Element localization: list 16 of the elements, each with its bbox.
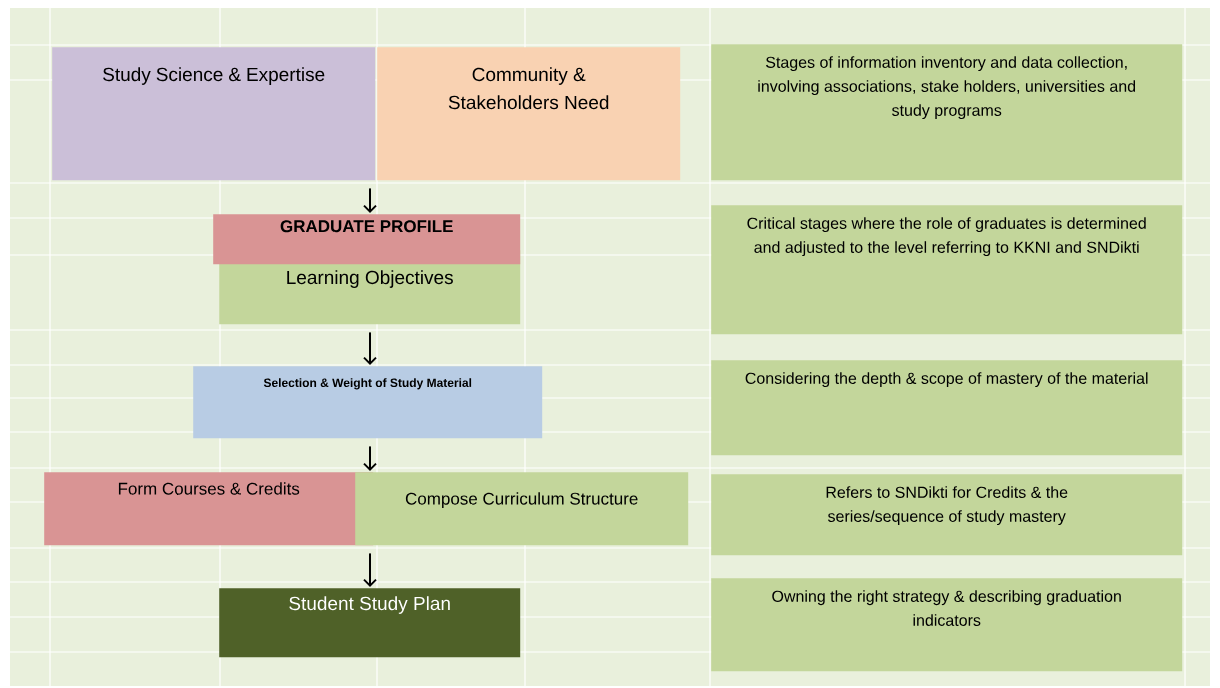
description-box: Considering the depth & scope of mastery of the material [711,360,1183,456]
process-box: Form Courses & Credits [44,472,374,546]
header-band: GRADUATE PROFILE [213,214,521,265]
description-box: Refers to SNDikti for Credits & the series/sequence of study mastery [711,474,1183,556]
description-box: Owning the right strategy & describing graduation indicators [711,578,1183,672]
process-box: Compose Curriculum Structure [355,472,689,546]
arrow [363,187,377,213]
process-box: Selection & Weight of Study Material [193,366,543,439]
arrow [363,331,377,365]
description-box: Critical stages where the role of graduates is determined and adjusted to the level referring to KKNI and SNDikti [711,205,1183,335]
input-box: Community & Stakeholders Need [377,47,681,181]
arrow [363,445,377,471]
input-box: Study Science & Expertise [52,47,376,181]
result-box: Student Study Plan [219,588,521,658]
arrow [363,552,377,587]
description-box: Stages of information inventory and data collection, involving associations, stake holders, universities and study programs [711,44,1183,181]
